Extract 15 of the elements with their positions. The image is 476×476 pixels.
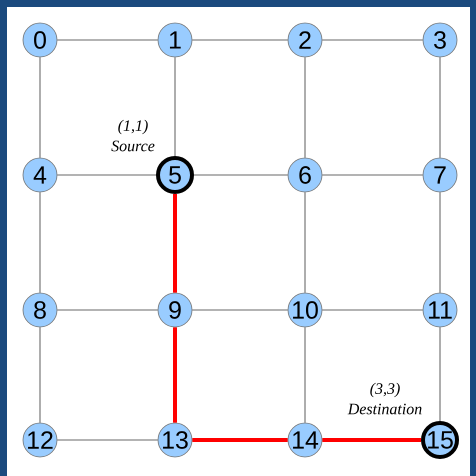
grid-line [57, 174, 156, 176]
node-caption: Source [111, 140, 154, 152]
node-caption: Destination [348, 404, 422, 414]
grid-line [304, 192, 306, 293]
grid-line [194, 174, 288, 176]
grid-line [322, 174, 423, 176]
grid-line [304, 327, 306, 423]
grid-line [192, 438, 288, 442]
grid-line [173, 327, 177, 423]
node-caption: (3,3) [370, 382, 400, 398]
grid-line [174, 57, 176, 156]
grid-line [173, 194, 177, 293]
grid-line [322, 438, 421, 442]
node-caption: (1,1) [118, 120, 148, 134]
grid-line [304, 57, 306, 158]
